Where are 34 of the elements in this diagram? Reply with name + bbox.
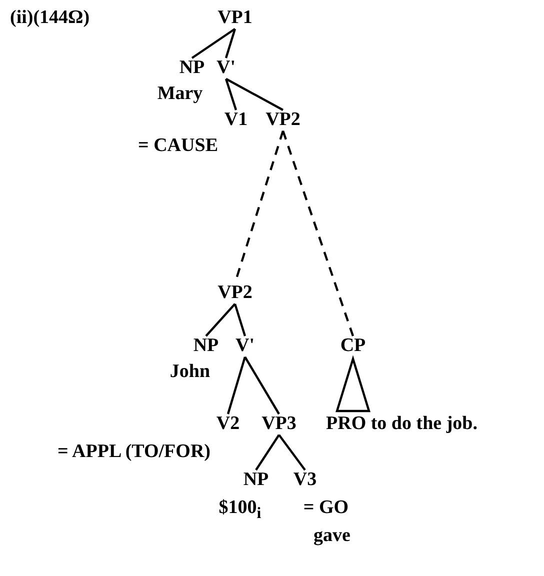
tree-branch	[282, 130, 354, 336]
tree-branch	[234, 304, 246, 336]
category-label: V'	[236, 336, 254, 357]
tree-branch	[224, 78, 238, 110]
category-label: NP	[179, 58, 205, 79]
lexical-item: John	[170, 362, 210, 383]
roof-triangle	[336, 355, 370, 412]
category-label: VP2	[218, 283, 252, 304]
tree-branch	[191, 28, 236, 59]
category-label: VP2	[266, 110, 300, 131]
tree-branch	[205, 303, 236, 337]
lexical-item: = APPL (TO/FOR)	[58, 442, 210, 463]
tree-branch	[225, 78, 284, 111]
tree-branch	[255, 434, 280, 471]
category-label: V2	[216, 414, 240, 435]
category-label: VP1	[218, 8, 252, 29]
tree-branch	[226, 356, 246, 414]
category-label: NP	[193, 336, 219, 357]
category-label: V1	[224, 110, 248, 131]
category-label: V3	[293, 470, 317, 491]
tree-branch	[278, 434, 306, 471]
lexical-item: $100$_{i}$	[218, 498, 262, 522]
category-label: VP3	[262, 414, 296, 435]
tree-branch	[224, 28, 236, 58]
category-label: NP	[243, 470, 269, 491]
lexical-item: = GO	[303, 498, 349, 519]
example-number: (ii)(144Ω)	[10, 8, 90, 29]
category-label: V'	[216, 58, 236, 79]
lexical-item: Mary	[157, 84, 203, 105]
category-label: CP	[340, 336, 366, 357]
lexical-item: gave	[314, 526, 350, 547]
tree-branch	[244, 356, 280, 415]
terminal-phrase: PRO to do the job.	[326, 414, 478, 435]
lexical-item: = CAUSE	[138, 136, 218, 157]
